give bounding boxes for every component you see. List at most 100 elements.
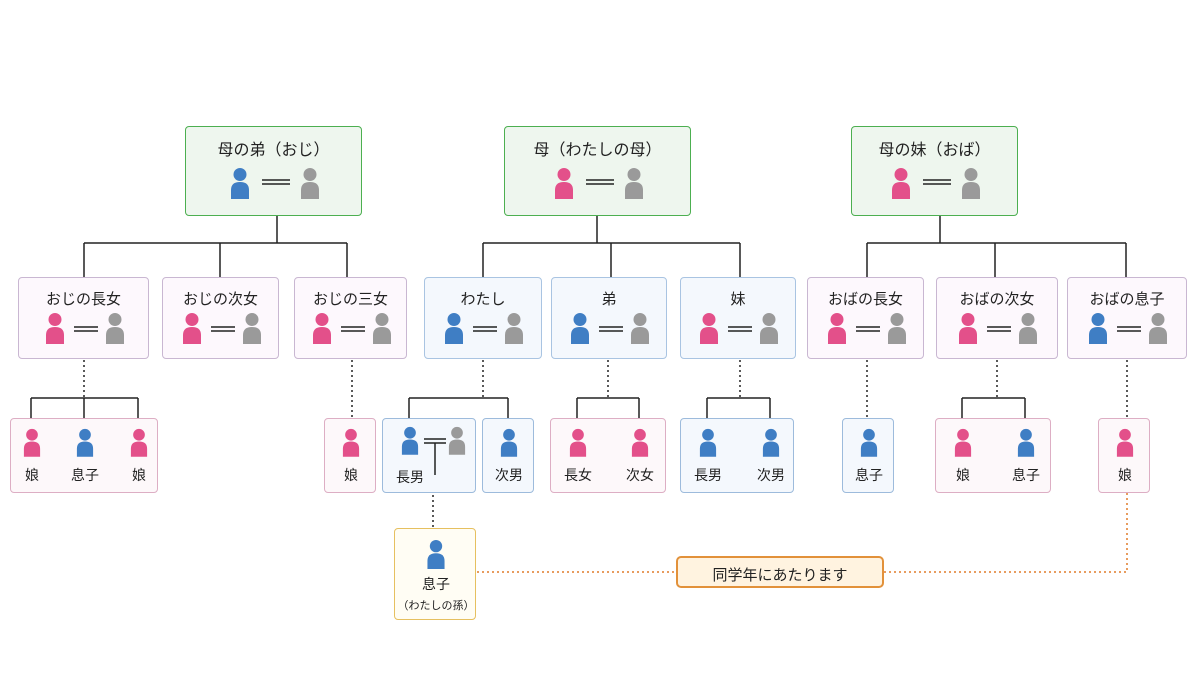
- person-icon: [130, 428, 148, 457]
- grandchild-sub-label: （わたしの孫）: [397, 599, 475, 612]
- same-school-year-note: 同学年にあたります: [676, 556, 884, 588]
- child-label: 長男: [396, 470, 424, 486]
- sibling-label: おじの長女: [45, 290, 121, 308]
- person-icon: [1017, 428, 1035, 457]
- double-line-marriage-icon: [424, 438, 446, 475]
- person-icon: [445, 313, 463, 344]
- child-label: 息子: [71, 468, 99, 484]
- person-icon: [401, 426, 419, 455]
- uncle-eldest-children-box: 娘 息子 娘: [10, 418, 158, 493]
- double-line-marriage-icon: [73, 326, 98, 332]
- person-icon: [827, 313, 846, 344]
- my-second-son-box: 次男: [482, 418, 534, 493]
- sibling-label: わたし: [460, 290, 506, 308]
- child-label: 娘: [956, 468, 970, 484]
- person-icon: [500, 428, 518, 457]
- person-icon: [300, 168, 319, 199]
- double-line-marriage-icon: [210, 326, 235, 332]
- sibling-box-7: おばの長女: [807, 277, 924, 359]
- person-icon: [448, 426, 466, 455]
- person-icon: [554, 168, 573, 199]
- person-icon: [427, 539, 445, 570]
- person-icon: [631, 313, 649, 344]
- parent-box-3: 母の妹（おば）: [851, 126, 1018, 216]
- child-label: 娘: [1118, 468, 1132, 484]
- double-line-marriage-icon: [855, 326, 880, 332]
- person-icon: [76, 428, 94, 457]
- double-line-marriage-icon: [728, 326, 752, 332]
- double-line-marriage-icon: [599, 326, 623, 332]
- person-icon: [1116, 428, 1134, 457]
- person-icon: [762, 428, 780, 457]
- sibling-box-1: おじの長女: [18, 277, 149, 359]
- person-icon: [312, 313, 331, 344]
- person-icon: [887, 313, 906, 344]
- child-label: 娘: [344, 468, 358, 484]
- grandchild-label: 息子: [422, 577, 450, 593]
- aunt-eldest-children-box: 息子: [842, 418, 894, 493]
- sibling-box-5: 弟: [551, 277, 667, 359]
- sibling-label: おばの長女: [827, 290, 903, 308]
- person-icon: [624, 168, 643, 199]
- person-icon: [1089, 313, 1107, 344]
- note-text: 同学年にあたります: [712, 566, 848, 584]
- sibling-label: おばの次女: [959, 290, 1035, 308]
- person-icon: [230, 168, 249, 199]
- double-line-marriage-icon: [987, 326, 1011, 332]
- sister-children-box: 長男次男: [680, 418, 794, 493]
- sibling-box-4: わたし: [424, 277, 542, 359]
- sibling-box-8: おばの次女: [936, 277, 1058, 359]
- person-icon: [242, 313, 261, 344]
- sibling-label: おじの三女: [312, 290, 388, 308]
- person-icon: [23, 428, 41, 457]
- sibling-label: 妹: [730, 290, 746, 308]
- child-label: 娘: [132, 468, 146, 484]
- sibling-label: おばの息子: [1089, 290, 1165, 308]
- sibling-box-6: 妹: [680, 277, 796, 359]
- sibling-box-3: おじの三女: [294, 277, 407, 359]
- person-icon: [571, 313, 589, 344]
- child-label: 息子: [855, 468, 883, 484]
- person-icon: [105, 313, 124, 344]
- aunt-second-children-box: 娘 息子: [935, 418, 1051, 493]
- child-label: 長男: [694, 468, 722, 484]
- person-icon: [700, 313, 718, 344]
- double-line-marriage-icon: [585, 179, 614, 185]
- double-line-marriage-icon: [1117, 326, 1141, 332]
- double-line-marriage-icon: [261, 179, 290, 185]
- parent-label: 母の妹（おば）: [878, 140, 991, 159]
- child-label: 娘: [25, 468, 39, 484]
- person-icon: [342, 428, 360, 457]
- person-icon: [45, 313, 64, 344]
- parent-label: 母の弟（おじ）: [217, 140, 330, 159]
- sibling-box-9: おばの息子: [1067, 277, 1187, 359]
- parent-label: 母（わたしの母）: [533, 140, 662, 159]
- person-icon: [1149, 313, 1167, 344]
- brother-children-box: 長女次女: [550, 418, 666, 493]
- person-icon: [891, 168, 910, 199]
- person-icon: [569, 428, 587, 457]
- child-label: 次女: [626, 468, 654, 484]
- my-eldest-son-box: 長男: [382, 418, 476, 493]
- sibling-label: 弟: [601, 290, 617, 308]
- person-icon: [182, 313, 201, 344]
- sibling-box-2: おじの次女: [162, 277, 279, 359]
- person-icon: [372, 313, 391, 344]
- person-icon: [1019, 313, 1037, 344]
- person-icon: [961, 168, 980, 199]
- parent-box-1: 母の弟（おじ）: [185, 126, 362, 216]
- person-icon: [699, 428, 717, 457]
- double-line-marriage-icon: [340, 326, 365, 332]
- parent-box-2: 母（わたしの母）: [504, 126, 691, 216]
- person-icon: [760, 313, 778, 344]
- person-icon: [860, 428, 878, 457]
- double-line-marriage-icon: [473, 326, 497, 332]
- person-icon: [959, 313, 977, 344]
- aunt-son-children-box: 娘: [1098, 418, 1150, 493]
- child-label: 息子: [1012, 468, 1040, 484]
- sibling-label: おじの次女: [182, 290, 258, 308]
- person-icon: [631, 428, 649, 457]
- uncle-third-children-box: 娘: [324, 418, 376, 493]
- person-icon: [505, 313, 523, 344]
